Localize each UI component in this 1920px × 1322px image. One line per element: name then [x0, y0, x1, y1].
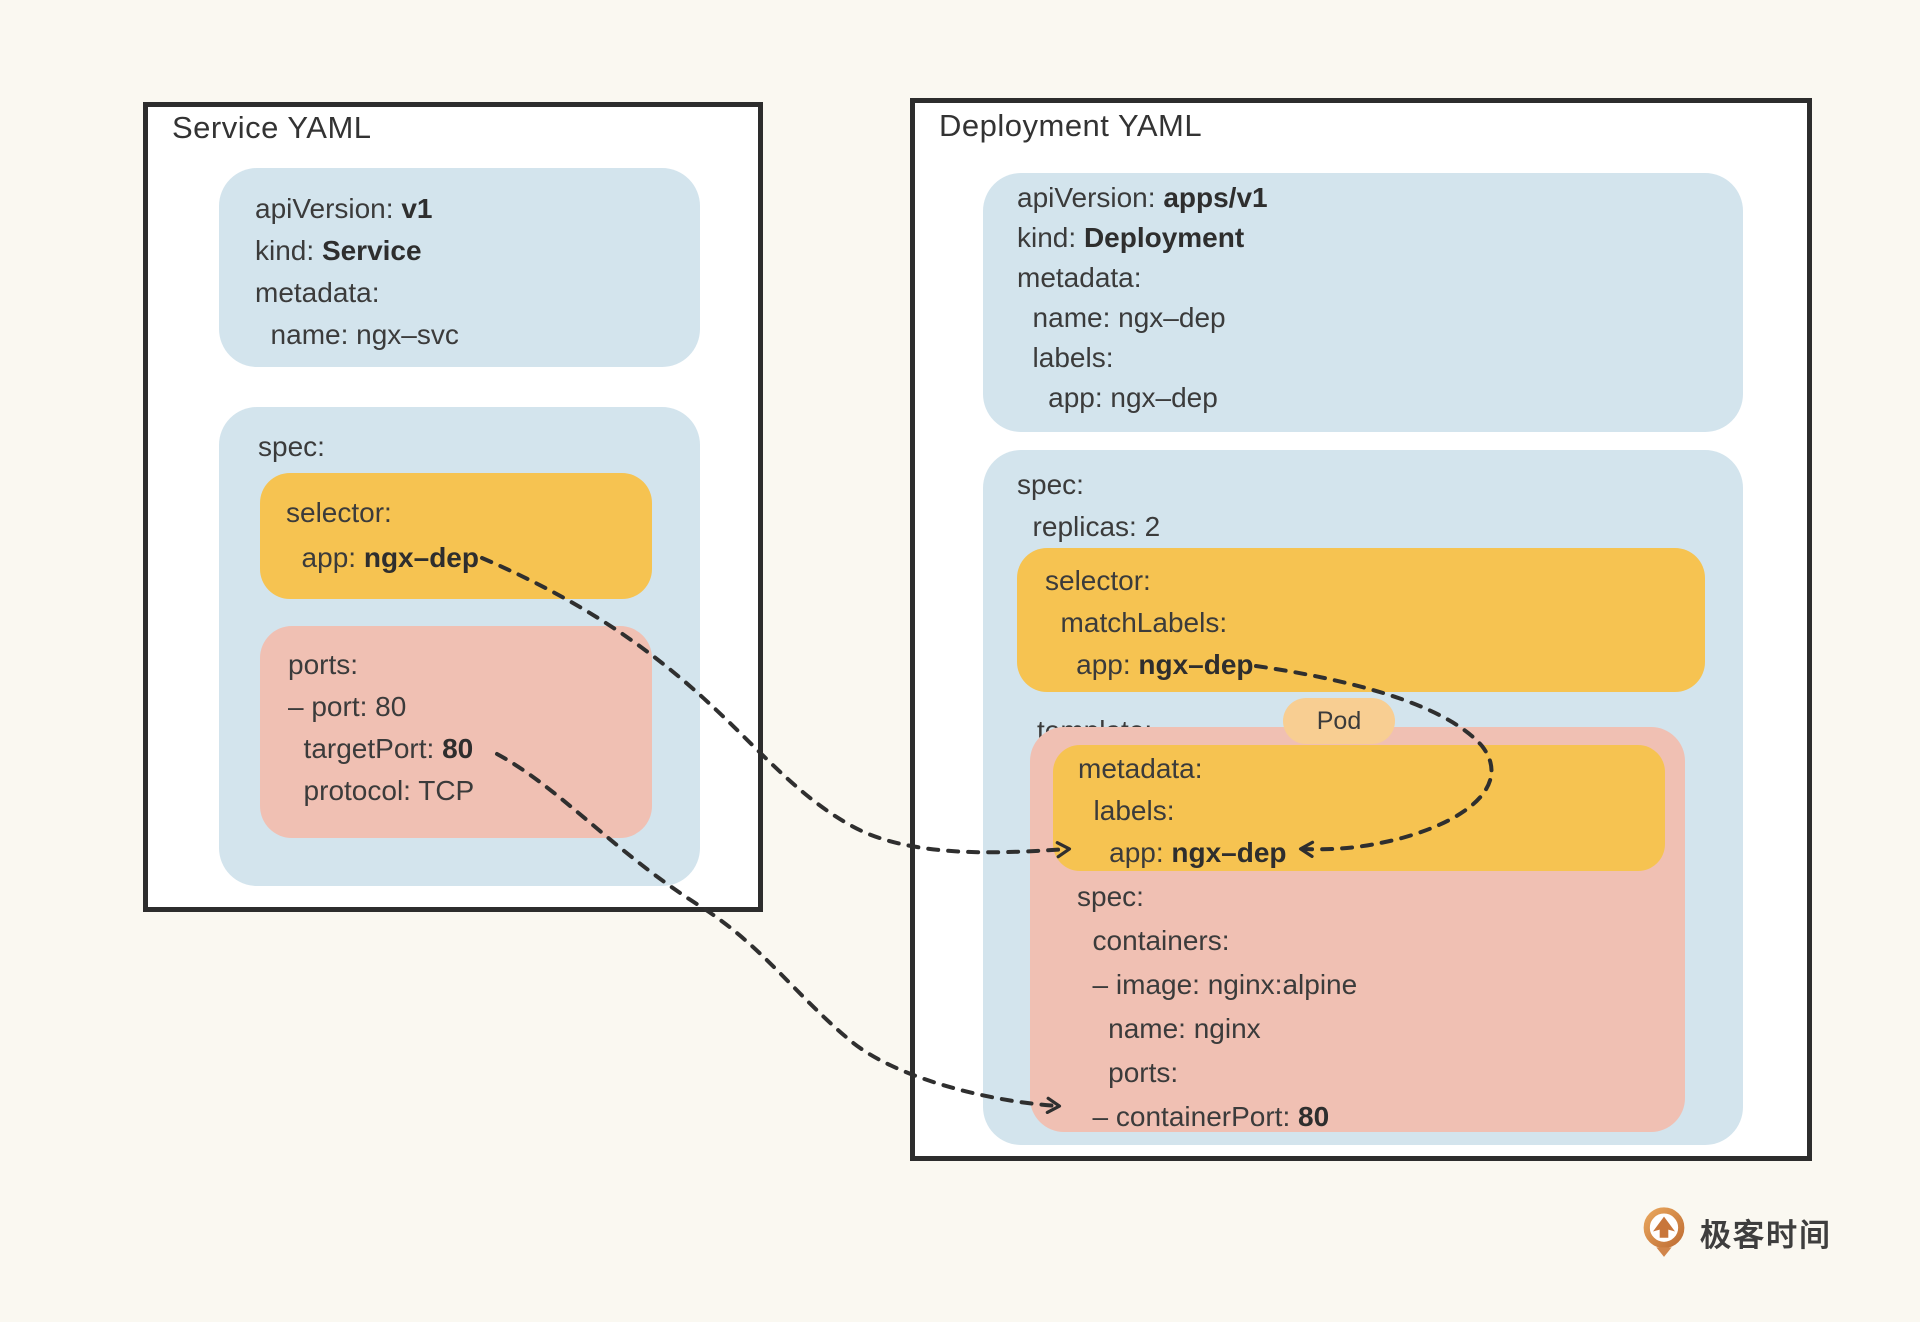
pod-template-box: metadata: labels: app: ngx–dep spec: con…	[1030, 727, 1685, 1132]
deployment-selector-box: selector: matchLabels: app: ngx–dep	[1017, 548, 1705, 692]
yaml-line: – port: 80	[288, 691, 407, 722]
service-spec-box: spec: selector: app: ngx–dep ports: – po…	[219, 407, 700, 886]
yaml-line: kind: Service	[255, 235, 422, 266]
yaml-line: app: ngx–dep	[286, 542, 479, 573]
yaml-line: spec:	[1077, 881, 1144, 912]
yaml-line: metadata:	[255, 277, 380, 308]
yaml-line: targetPort: 80	[288, 733, 474, 764]
pod-spec-lines: spec: containers: – image: nginx:alpine …	[1077, 875, 1357, 1139]
deployment-metadata-box: apiVersion: apps/v1 kind: Deployment met…	[983, 173, 1743, 432]
yaml-line: ports:	[288, 649, 359, 680]
service-selector-box: selector: app: ngx–dep	[260, 473, 652, 599]
yaml-line: apiVersion: v1	[255, 193, 433, 224]
yaml-line: protocol: TCP	[288, 775, 475, 806]
yaml-line: ports:	[1077, 1057, 1179, 1088]
yaml-line: – containerPort: 80	[1077, 1101, 1330, 1132]
geektime-logo-text: 极客时间	[1700, 1217, 1832, 1253]
yaml-line: name: nginx	[1077, 1013, 1261, 1044]
yaml-line: name: ngx–dep	[1017, 302, 1226, 333]
yaml-line: kind: Deployment	[1017, 222, 1245, 253]
deployment-spec-box: spec: replicas: 2 selector: matchLabels:…	[983, 450, 1743, 1145]
service-metadata-box: apiVersion: v1 kind: Service metadata: n…	[219, 168, 700, 367]
yaml-line: metadata:	[1078, 753, 1203, 784]
yaml-line: – image: nginx:alpine	[1077, 969, 1358, 1000]
geektime-logo: 极客时间	[1641, 1206, 1832, 1258]
geektime-logo-icon	[1643, 1207, 1685, 1257]
deployment-yaml-panel: Deployment YAML apiVersion: apps/v1 kind…	[910, 98, 1812, 1161]
yaml-line: name: ngx–svc	[255, 319, 459, 350]
yaml-line: app: ngx–dep	[1045, 649, 1254, 680]
yaml-line: selector:	[286, 497, 392, 528]
yaml-line: spec:	[1017, 469, 1084, 500]
yaml-line: labels:	[1078, 795, 1175, 826]
yaml-line: spec:	[258, 431, 325, 462]
pod-badge: Pod	[1283, 698, 1395, 744]
yaml-line: labels:	[1017, 342, 1114, 373]
yaml-line: containers:	[1077, 925, 1230, 956]
yaml-line: replicas: 2	[1017, 511, 1161, 542]
yaml-line: apiVersion: apps/v1	[1017, 182, 1268, 213]
yaml-line: selector:	[1045, 565, 1151, 596]
yaml-line: app: ngx–dep	[1017, 382, 1218, 413]
deployment-panel-title: Deployment YAML	[939, 108, 1203, 143]
service-panel-title: Service YAML	[172, 110, 372, 145]
yaml-line: matchLabels:	[1045, 607, 1228, 638]
service-ports-box: ports: – port: 80 targetPort: 80 protoco…	[260, 626, 652, 838]
yaml-line: metadata:	[1017, 262, 1142, 293]
yaml-line: app: ngx–dep	[1078, 837, 1287, 868]
service-yaml-panel: Service YAML apiVersion: v1 kind: Servic…	[143, 102, 763, 912]
pod-metadata-box: metadata: labels: app: ngx–dep	[1053, 745, 1665, 871]
